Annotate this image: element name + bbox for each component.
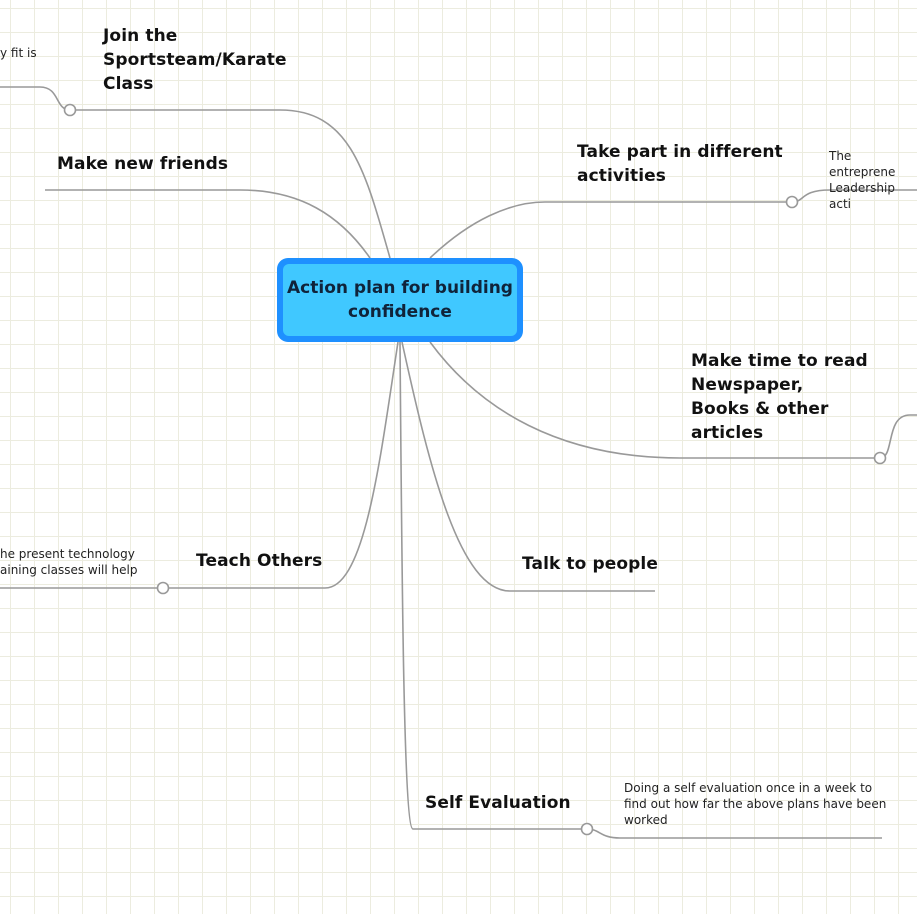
collapse-handle-self-eval: [580, 822, 594, 836]
connector-self-eval-note: [586, 828, 882, 839]
node-self-evaluation[interactable]: Self Evaluation: [425, 793, 571, 813]
node-make-new-friends[interactable]: Make new friends: [57, 154, 229, 174]
collapse-handle-activities: [785, 195, 799, 209]
note-teach[interactable]: he present technology aining classes wil…: [0, 547, 138, 577]
connector-self-eval: [399, 341, 587, 830]
connector-read: [429, 341, 880, 459]
connector-teach: [163, 341, 399, 589]
note-join[interactable]: y fit is: [0, 46, 37, 60]
collapse-handle-read: [873, 451, 887, 465]
central-topic-label: Action plan for building confidence: [283, 264, 517, 336]
node-teach-others[interactable]: Teach Others: [196, 551, 323, 571]
note-self-evaluation[interactable]: Doing a self evaluation once in a week t…: [624, 781, 887, 827]
collapse-handle-teach: [156, 581, 170, 595]
connector-read-note: [879, 414, 917, 459]
node-talk-to-people[interactable]: Talk to people: [522, 554, 658, 574]
collapse-handle-join: [63, 103, 77, 117]
note-activities[interactable]: The entreprene Leadership acti: [829, 149, 896, 211]
connector-talk: [401, 341, 655, 592]
central-topic[interactable]: Action plan for building confidence: [277, 258, 523, 342]
connector-join-note: [0, 86, 71, 111]
node-take-part-activities[interactable]: Take part in different activities: [577, 142, 783, 186]
connector-join: [70, 109, 391, 259]
node-make-time-to-read[interactable]: Make time to read Newspaper, Books & oth…: [691, 351, 868, 443]
node-join-sportsteam[interactable]: Join the Sportsteam/Karate Class: [103, 26, 287, 94]
connector-friends: [45, 189, 371, 259]
connector-activities: [429, 201, 792, 259]
